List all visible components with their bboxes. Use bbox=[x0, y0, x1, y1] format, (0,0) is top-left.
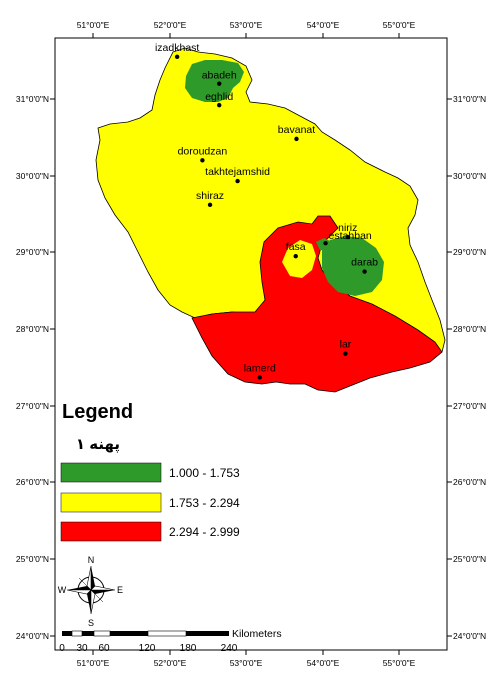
bottom-label-0: 51°0'0"E bbox=[77, 658, 110, 668]
right-label-0: 31°0'0"N bbox=[453, 94, 486, 104]
scale-bar: Kilometers 0 30 60 120 180 240 bbox=[59, 628, 281, 654]
bottom-label-4: 55°0'0"E bbox=[383, 658, 416, 668]
right-label-3: 28°0'0"N bbox=[453, 324, 486, 334]
city-marker-darab bbox=[362, 269, 367, 274]
city-label-lamerd: lamerd bbox=[244, 362, 276, 374]
city-marker-niriz bbox=[345, 234, 350, 240]
city-label-darab: darab bbox=[351, 257, 378, 269]
legend: Legend پهنه ۱ 1.000 - 1.753 1.753 - 2.29… bbox=[60, 401, 240, 542]
top-label-4: 55°0'0"E bbox=[383, 20, 416, 30]
legend-title: Legend bbox=[62, 401, 133, 423]
scale-tick-1: 30 bbox=[76, 643, 88, 654]
city-marker-bavanat bbox=[294, 136, 299, 142]
city-marker-shiraz bbox=[207, 202, 213, 208]
city-label-abadeh: abadeh bbox=[202, 70, 237, 82]
city-label-fasa: fasa bbox=[286, 241, 306, 253]
city-marker-abadeh bbox=[217, 81, 222, 86]
east-label: E bbox=[117, 585, 123, 595]
frame-ticks bbox=[50, 33, 452, 655]
north-label: N bbox=[88, 555, 95, 565]
scale-tick-0: 0 bbox=[59, 643, 65, 654]
right-label-1: 30°0'0"N bbox=[453, 171, 486, 181]
city-label-takhtejamshid: takhtejamshid bbox=[205, 166, 270, 178]
city-marker-lar bbox=[343, 351, 348, 356]
cities-layer: izadkhast abadeh eghlid bavanat doroudzan tak… bbox=[155, 42, 378, 380]
left-axis-labels: 31°0'0"N 30°0'0"N 29°0'0"N 28°0'0"N 27°0… bbox=[16, 94, 49, 641]
top-axis-labels: 51°0'0"E 52°0'0"E 53°0'0"E 54°0'0"E 55°0… bbox=[77, 20, 416, 30]
bottom-label-3: 54°0'0"E bbox=[307, 658, 340, 668]
top-label-0: 51°0'0"E bbox=[77, 20, 110, 30]
bottom-label-2: 53°0'0"E bbox=[230, 658, 263, 668]
city-label-bavanat: bavanat bbox=[278, 124, 315, 136]
zone-green-east bbox=[322, 236, 384, 296]
top-label-2: 53°0'0"E bbox=[230, 20, 263, 30]
city-marker-takhtejamshid bbox=[235, 178, 240, 184]
city-label-shiraz: shiraz bbox=[196, 190, 224, 202]
left-label-3: 28°0'0"N bbox=[16, 324, 49, 334]
legend-label-yellow: 1.753 - 2.294 bbox=[169, 496, 240, 510]
left-label-1: 30°0'0"N bbox=[16, 171, 49, 181]
legend-swatch-green bbox=[60, 462, 162, 483]
left-label-2: 29°0'0"N bbox=[16, 247, 49, 257]
city-label-lar: lar bbox=[340, 339, 352, 351]
right-label-7: 24°0'0"N bbox=[453, 631, 486, 641]
right-label-5: 26°0'0"N bbox=[453, 477, 486, 487]
right-label-4: 27°0'0"N bbox=[453, 401, 486, 411]
left-label-5: 26°0'0"N bbox=[16, 477, 49, 487]
legend-label-red: 2.294 - 2.999 bbox=[169, 525, 240, 539]
bottom-label-1: 52°0'0"E bbox=[154, 658, 187, 668]
city-label-niriz: niriz bbox=[338, 222, 357, 234]
scale-tick-4: 180 bbox=[180, 643, 197, 654]
top-label-3: 54°0'0"E bbox=[307, 20, 340, 30]
zone-green-north bbox=[185, 60, 244, 102]
city-label-izadkhast: izadkhast bbox=[155, 42, 199, 54]
scale-tick-5: 240 bbox=[221, 643, 238, 654]
scale-tick-2: 60 bbox=[98, 643, 110, 654]
scale-tick-3: 120 bbox=[139, 643, 156, 654]
city-marker-izadkhast bbox=[174, 54, 180, 60]
right-label-2: 29°0'0"N bbox=[453, 247, 486, 257]
left-label-0: 31°0'0"N bbox=[16, 94, 49, 104]
city-label-eghlid: eghlid bbox=[205, 91, 233, 103]
legend-swatch-red bbox=[60, 521, 162, 542]
city-marker-fasa bbox=[293, 254, 298, 259]
city-label-doroudzan: doroudzan bbox=[178, 145, 228, 157]
scale-unit: Kilometers bbox=[232, 628, 282, 640]
west-label: W bbox=[58, 585, 67, 595]
right-label-6: 25°0'0"N bbox=[453, 554, 486, 564]
city-marker-estahban bbox=[323, 240, 328, 246]
bottom-axis-labels: 51°0'0"E 52°0'0"E 53°0'0"E 54°0'0"E 55°0… bbox=[77, 658, 416, 668]
top-label-1: 52°0'0"E bbox=[154, 20, 187, 30]
left-label-7: 24°0'0"N bbox=[16, 631, 49, 641]
city-label-estahban: estahban bbox=[329, 230, 372, 242]
left-label-6: 25°0'0"N bbox=[16, 554, 49, 564]
north-arrow: N S E W bbox=[58, 555, 123, 628]
city-marker-lamerd bbox=[257, 375, 262, 380]
city-marker-doroudzan bbox=[200, 158, 205, 163]
left-label-4: 27°0'0"N bbox=[16, 401, 49, 411]
south-label: S bbox=[88, 618, 94, 628]
zone-red bbox=[191, 215, 443, 393]
city-marker-eghlid bbox=[217, 102, 222, 108]
right-axis-labels: 31°0'0"N 30°0'0"N 29°0'0"N 28°0'0"N 27°0… bbox=[453, 94, 486, 641]
legend-swatch-yellow bbox=[60, 492, 162, 513]
zone-yellow-fasa bbox=[282, 240, 316, 278]
legend-label-green: 1.000 - 1.753 bbox=[169, 466, 240, 480]
legend-subtitle: پهنه ۱ bbox=[76, 436, 120, 454]
